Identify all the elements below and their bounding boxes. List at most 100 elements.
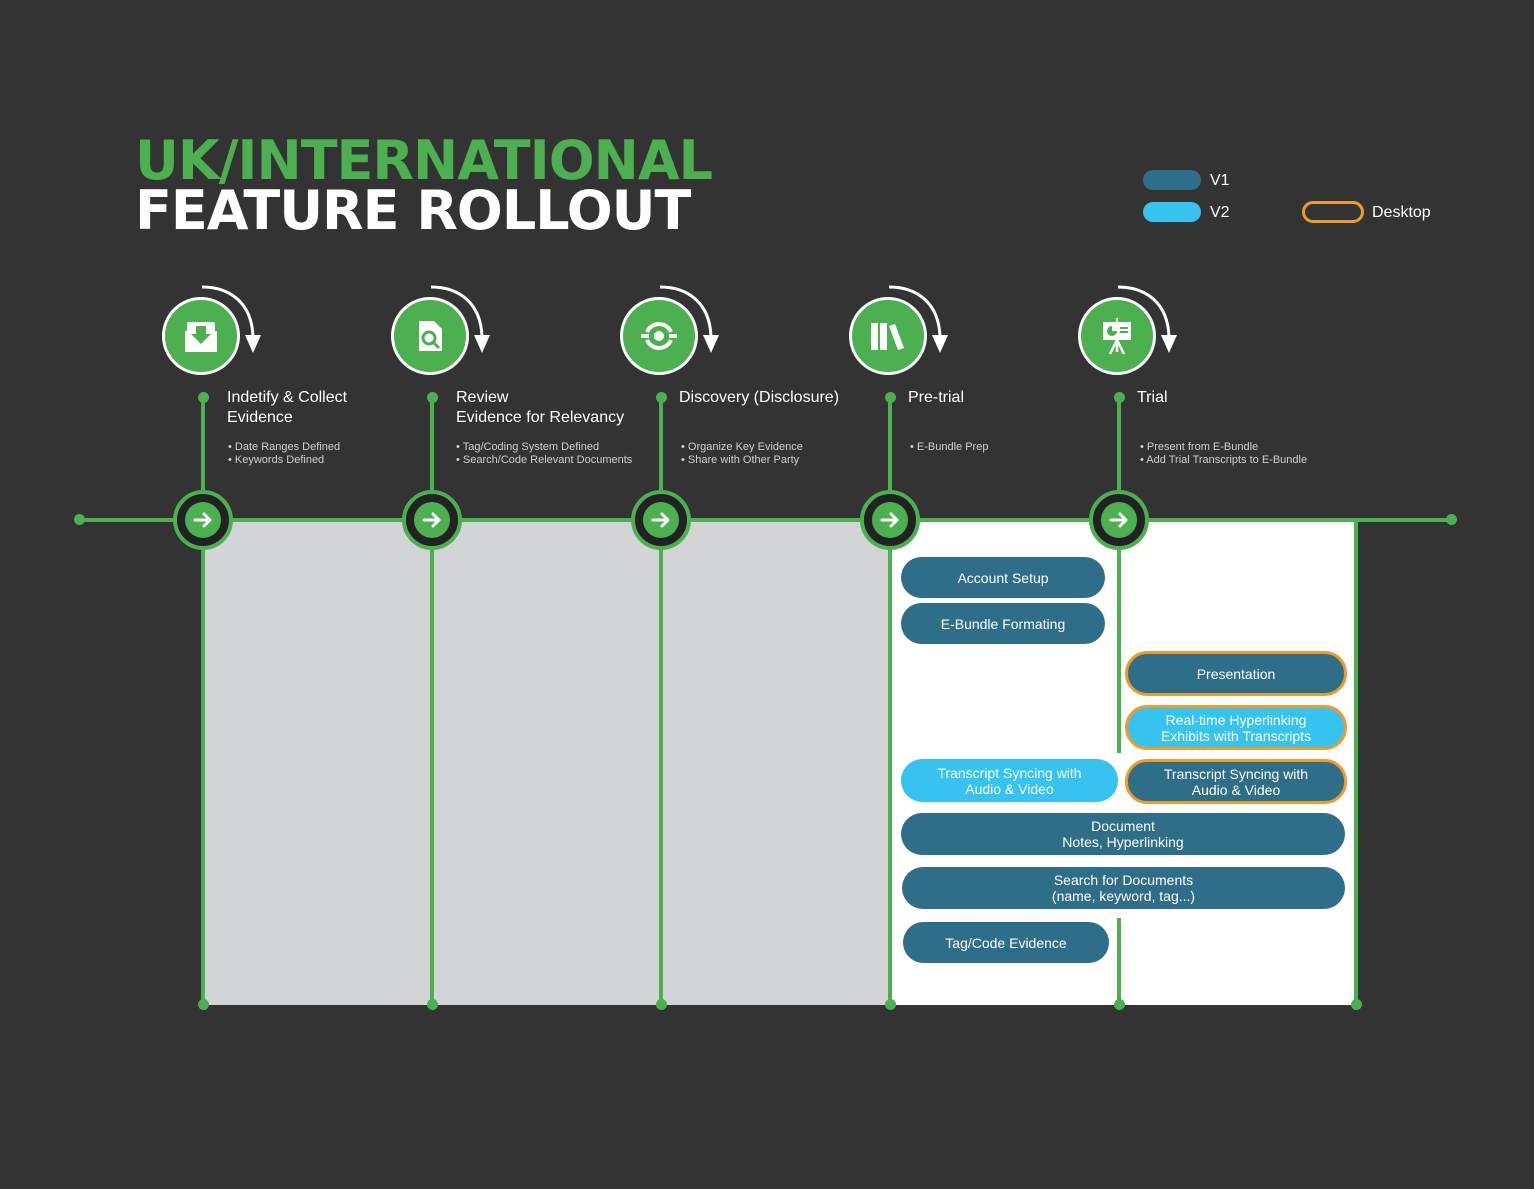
stage-icon-1 xyxy=(162,297,240,375)
stage-arrow-node-3[interactable] xyxy=(631,490,691,550)
bottom-dot-6 xyxy=(1351,999,1362,1010)
presentation-easel-icon xyxy=(1103,318,1131,355)
timeline-end-dot xyxy=(1446,514,1457,525)
title-line-1: UK/INTERNATIONAL xyxy=(135,129,713,192)
feature-label-line2: Exhibits with Transcripts xyxy=(1160,727,1312,744)
feature-label-line1: Transcript Syncing with xyxy=(937,764,1082,781)
legend-label-v1: V1 xyxy=(1210,172,1230,189)
share-sync-icon xyxy=(641,322,677,350)
stage-connector-1 xyxy=(201,396,205,496)
bottom-dot-4 xyxy=(885,999,896,1010)
curved-arrow-icon xyxy=(201,285,261,353)
inbox-download-icon xyxy=(185,322,217,352)
stage-title-line1: Trial xyxy=(1137,389,1168,406)
feature-document-notes: Document Notes, Hyperlinking xyxy=(901,813,1345,855)
feature-ebundle-formating: E-Bundle Formating xyxy=(901,603,1105,644)
panel-divider-1 xyxy=(201,520,205,1005)
feature-search-documents: Search for Documents (name, keyword, tag… xyxy=(902,867,1345,909)
stage-bullet: • Date Ranges Defined xyxy=(228,441,341,453)
feature-label: Account Setup xyxy=(957,569,1049,586)
feature-label-line1: Real-time Hyperlinking xyxy=(1165,711,1307,728)
curved-arrow-icon xyxy=(659,285,719,353)
timeline-start-dot xyxy=(74,514,85,525)
stage-connector-2 xyxy=(430,396,434,496)
stage-icon-3 xyxy=(620,297,698,375)
stage-title-line1: Review xyxy=(456,389,509,406)
stage-title-line1: Discovery (Disclosure) xyxy=(679,389,840,406)
feature-label: Presentation xyxy=(1196,665,1276,682)
stage-dot-3 xyxy=(656,392,667,403)
bottom-dot-3 xyxy=(656,999,667,1010)
stage-label-3: Discovery (Disclosure) xyxy=(679,388,839,408)
feature-transcript-syncing-v2: Transcript Syncing with Audio & Video xyxy=(901,759,1118,802)
stage-bullet: • Share with Other Party xyxy=(681,454,800,466)
stage-dot-4 xyxy=(885,392,896,403)
stage-dot-5 xyxy=(1114,392,1125,403)
stage-bullet: • Search/Code Relevant Documents xyxy=(456,454,633,466)
legend-label-v2: V2 xyxy=(1210,204,1230,221)
stage-arrow-node-5[interactable] xyxy=(1089,490,1149,550)
stage-bullets-3: • Organize Key Evidence • Share with Oth… xyxy=(681,441,803,467)
document-search-icon xyxy=(419,321,442,351)
stage-icon-5 xyxy=(1078,297,1156,375)
books-icon xyxy=(871,323,904,350)
feature-transcript-syncing-desktop: Transcript Syncing with Audio & Video xyxy=(1125,759,1347,804)
stage-arrow-node-4[interactable] xyxy=(860,490,920,550)
curved-arrow-icon xyxy=(430,285,490,353)
stage-title-line1: Pre-trial xyxy=(908,389,965,406)
panel-divider-5b xyxy=(1117,918,1121,1005)
stage-dot-1 xyxy=(198,392,209,403)
panel-divider-3 xyxy=(659,520,663,1005)
bottom-dot-5 xyxy=(1114,999,1125,1010)
bottom-dot-1 xyxy=(198,999,209,1010)
stage-title-line2: Evidence for Relevancy xyxy=(456,409,625,426)
curved-arrow-icon xyxy=(1117,285,1177,353)
stage-dot-2 xyxy=(427,392,438,403)
stage-bullet: • Keywords Defined xyxy=(228,454,325,466)
feature-label-line2: Notes, Hyperlinking xyxy=(1062,834,1184,850)
feature-label: E-Bundle Formating xyxy=(940,615,1066,632)
stage-connector-3 xyxy=(659,396,663,496)
stage-title-line1: Indetify & Collect xyxy=(227,389,348,406)
stage-bullet: • Add Trial Transcripts to E-Bundle xyxy=(1140,454,1308,466)
stage-bullets-5: • Present from E-Bundle • Add Trial Tran… xyxy=(1140,441,1307,467)
arrow-right-icon xyxy=(651,512,670,528)
stage-bullet: • Organize Key Evidence xyxy=(681,441,803,453)
arrow-right-icon xyxy=(422,512,441,528)
stage-bullet: • Tag/Coding System Defined xyxy=(456,441,600,453)
stage-connector-5 xyxy=(1117,396,1121,496)
arrow-right-icon xyxy=(1109,512,1128,528)
stage-label-1: Indetify & Collect Evidence xyxy=(227,388,347,428)
stage-bullets-1: • Date Ranges Defined • Keywords Defined xyxy=(228,441,340,467)
stage-bullet: • E-Bundle Prep xyxy=(910,441,989,453)
stage-label-2: Review Evidence for Relevancy xyxy=(456,388,624,428)
stage-title-line2: Evidence xyxy=(227,409,293,426)
panel-divider-2 xyxy=(430,520,434,1005)
title-line-2: FEATURE ROLLOUT xyxy=(135,179,691,242)
stage-panel-discovery xyxy=(662,522,891,1005)
stage-bullets-4: • E-Bundle Prep xyxy=(910,441,988,454)
feature-label-line2: (name, keyword, tag...) xyxy=(1051,888,1196,904)
legend-label-desktop: Desktop xyxy=(1372,204,1431,221)
stage-label-4: Pre-trial xyxy=(908,388,964,408)
panel-divider-5a xyxy=(1117,520,1121,753)
panel-divider-6 xyxy=(1354,520,1358,1005)
stage-icon-2 xyxy=(391,297,469,375)
stage-panel-identify xyxy=(205,522,433,1005)
stage-arrow-node-2[interactable] xyxy=(402,490,462,550)
stage-icon-4 xyxy=(849,297,927,375)
feature-label-line1: Search for Documents xyxy=(1053,872,1194,888)
stage-bullets-2: • Tag/Coding System Defined • Search/Cod… xyxy=(456,441,632,467)
stage-connector-4 xyxy=(888,396,892,496)
feature-realtime-hyperlinking: Real-time Hyperlinking Exhibits with Tra… xyxy=(1125,705,1347,750)
stage-bullet: • Present from E-Bundle xyxy=(1140,441,1259,453)
feature-account-setup: Account Setup xyxy=(901,557,1105,598)
feature-label-line2: Audio & Video xyxy=(1191,781,1281,798)
feature-tag-code-evidence: Tag/Code Evidence xyxy=(903,922,1109,963)
bottom-dot-2 xyxy=(427,999,438,1010)
feature-label-line1: Document xyxy=(1091,818,1155,834)
stage-arrow-node-1[interactable] xyxy=(173,490,233,550)
arrow-right-icon xyxy=(193,512,212,528)
feature-label: Tag/Code Evidence xyxy=(945,934,1067,951)
legend-swatch-desktop xyxy=(1302,201,1364,223)
